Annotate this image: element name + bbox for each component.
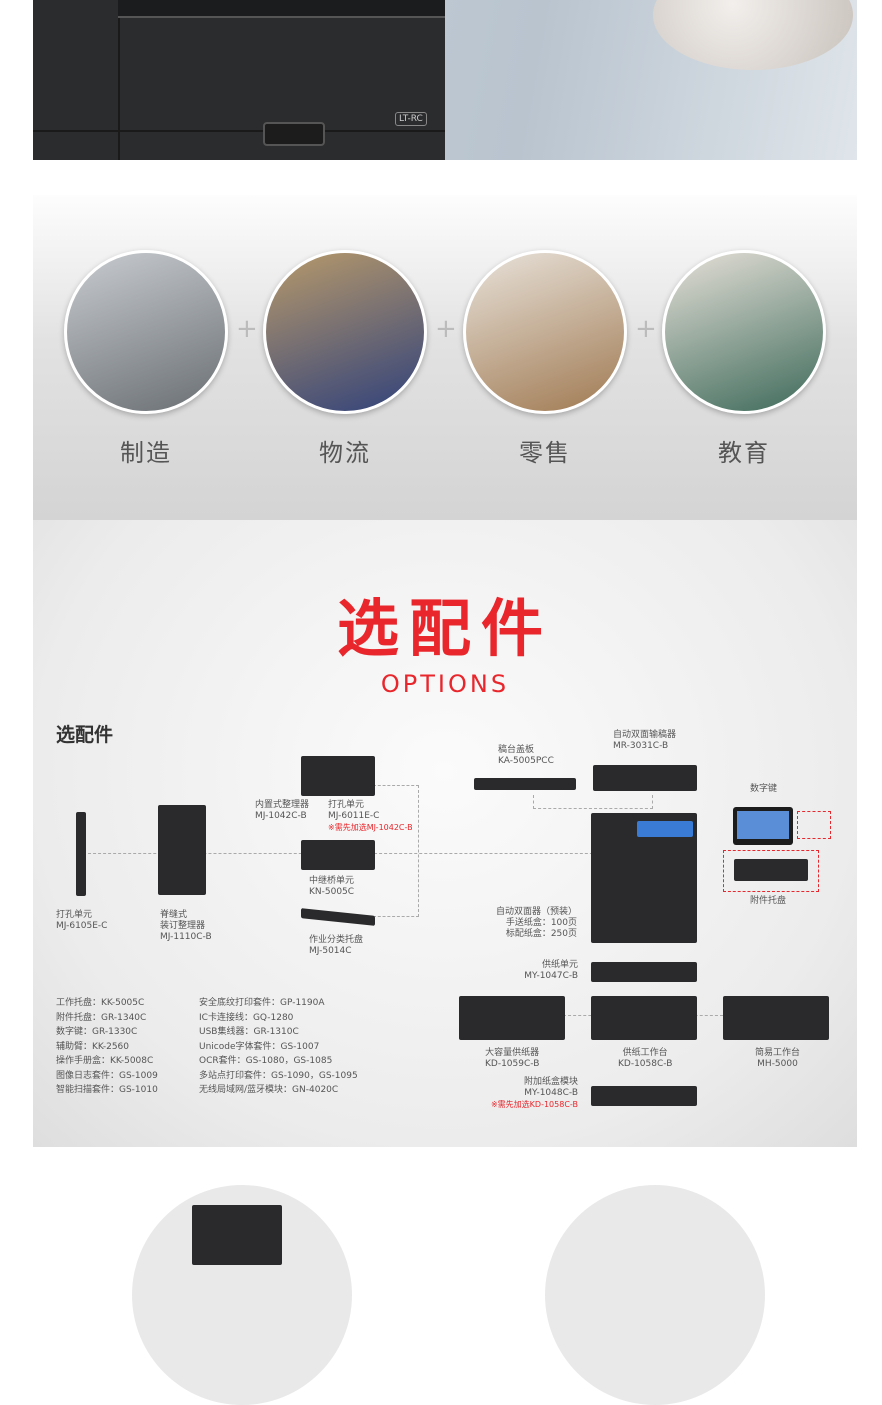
industry-label: 教育 bbox=[718, 439, 770, 467]
industry-label: 制造 bbox=[120, 439, 172, 467]
accessory-item: 无线局域网/蓝牙模块：GN-4020C bbox=[199, 1085, 339, 1095]
accessory-item: 工作托盘：KK-5005C bbox=[56, 998, 145, 1008]
decor-vase bbox=[653, 0, 853, 70]
keypad-label: 数字键 bbox=[750, 784, 778, 794]
accessory-item: OCR套件：GS-1080，GS-1085 bbox=[199, 1056, 333, 1066]
inner-finisher-image bbox=[301, 756, 375, 796]
tray-label: 附件托盘 bbox=[750, 896, 787, 906]
accessory-item: Unicode字体套件：GS-1007 bbox=[199, 1041, 320, 1052]
connector bbox=[373, 785, 419, 917]
pedestal-image bbox=[591, 996, 697, 1040]
industry-label: 零售 bbox=[519, 439, 571, 467]
plus-icon: + bbox=[435, 314, 457, 344]
feeder-image bbox=[591, 962, 697, 982]
accessory-item: USB集线器：GR-1310C bbox=[199, 1027, 299, 1037]
product-circle-finisher bbox=[132, 1185, 352, 1405]
saddle-finisher-image bbox=[158, 805, 206, 895]
platen-cover-image bbox=[474, 778, 576, 790]
drawer-image bbox=[591, 1086, 697, 1106]
plus-icon: + bbox=[635, 314, 657, 344]
factory-photo bbox=[64, 250, 228, 414]
accessory-item: 操作手册盒：KK-5008C bbox=[56, 1056, 154, 1066]
accessory-list-left: 工作托盘：KK-5005C 附件托盘：GR-1340C 数字键：GR-1330C 辅助… bbox=[56, 996, 158, 1098]
keypad-image bbox=[733, 807, 793, 845]
tray-highlight bbox=[723, 850, 819, 892]
options-title: 选配件 bbox=[336, 592, 553, 665]
accessory-item: 多站点打印套件：GS-1090，GS-1095 bbox=[199, 1070, 358, 1081]
accessory-item: 数字键：GR-1330C bbox=[56, 1027, 138, 1037]
retail-photo bbox=[463, 250, 627, 414]
accessory-item: IC卡连接线：GQ-1280 bbox=[199, 1012, 294, 1023]
accessory-item: 辅助臂：KK-2560 bbox=[56, 1041, 130, 1052]
hero-banner: LT-RC bbox=[33, 0, 857, 160]
product-circle bbox=[545, 1185, 765, 1405]
bridge-unit-image bbox=[301, 840, 375, 870]
accessory-item: 安全底纹打印套件：GP-1190A bbox=[199, 998, 325, 1008]
accessory-item: 附件托盘：GR-1340C bbox=[56, 1012, 147, 1023]
lt-rc-badge: LT-RC bbox=[395, 112, 427, 126]
options-subtitle: OPTIONS bbox=[380, 670, 510, 698]
main-printer-image bbox=[591, 813, 697, 943]
main-spec-label: 自动双面器（预装）手送纸盒：100页标配纸盒：250页 bbox=[495, 907, 577, 939]
stand-image bbox=[723, 996, 829, 1040]
touch-panel bbox=[637, 821, 693, 837]
lcf-image bbox=[459, 996, 565, 1040]
connector bbox=[533, 795, 653, 809]
section-label: 选配件 bbox=[56, 724, 114, 746]
printer-image: LT-RC bbox=[33, 0, 445, 160]
punch-unit-image bbox=[76, 812, 86, 896]
radf-image bbox=[593, 765, 697, 791]
job-tray-image bbox=[301, 908, 375, 926]
classroom-photo bbox=[662, 250, 826, 414]
accessory-item: 图像日志套件：GS-1009 bbox=[56, 1070, 158, 1081]
plus-icon: + bbox=[236, 314, 258, 344]
warehouse-photo bbox=[263, 250, 427, 414]
keypad-highlight bbox=[797, 811, 831, 839]
accessory-item: 智能扫描套件：GS-1010 bbox=[56, 1085, 158, 1095]
industry-label: 物流 bbox=[319, 439, 371, 467]
